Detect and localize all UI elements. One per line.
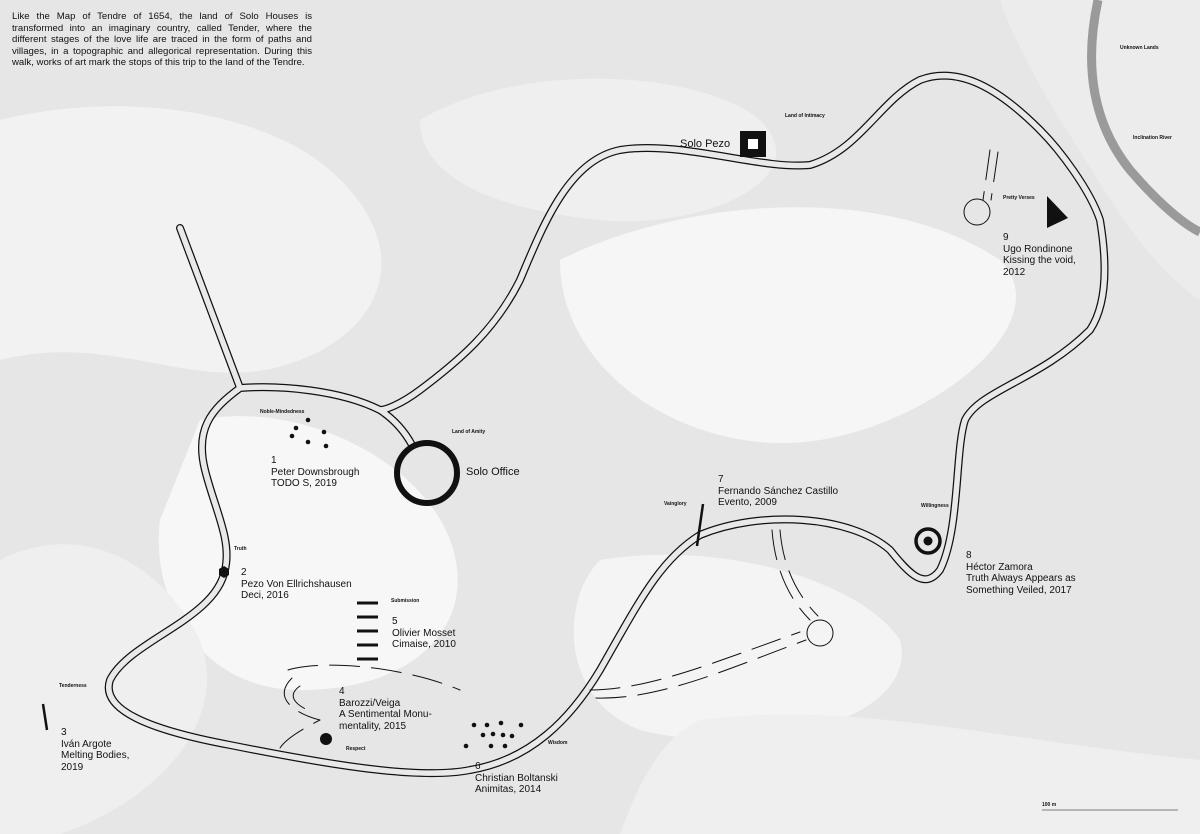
work-9-triangle-icon [1047,196,1068,228]
solo-office-icon [394,440,460,506]
region-unknown-lands: Unknown Lands [1120,45,1159,51]
region-noble-mindedness: Noble-Mindedness [260,409,305,415]
intro-text: Like the Map of Tendre of 1654, the land… [12,11,312,68]
work-1-dots-icon [289,417,329,449]
region-land-of-amity: Land of Amity [452,429,486,435]
roads [109,76,1105,774]
region-respect: Respect [346,746,366,752]
work-2-hexagon-icon [219,566,229,578]
region-land-of-intimacy: Land of Intimacy [785,113,825,119]
region-inclination-river: Inclination River [1133,135,1172,141]
region-wisdom: Wisdom [548,740,568,746]
artwork-markers [41,131,1068,749]
region-submission: Submission [391,598,420,604]
region-vainglory: Vainglory [664,501,687,507]
work-6-dots-icon [463,720,524,749]
work-4-dot-icon [320,733,332,745]
work-7-line-icon [695,503,705,547]
work-8-target-icon [914,527,942,555]
work-3-line-icon [41,703,49,731]
region-willingness: Willingness [921,503,949,509]
region-tenderness: Tenderness [59,683,87,689]
scale-label: 100 m [1042,802,1057,808]
region-pretty-verses: Pretty Verses [1003,195,1035,201]
work-5-bars-icon [357,601,378,661]
solo-office-label: Solo Office [466,466,520,478]
region-truth: Truth [234,546,247,552]
inclination-river [1087,0,1200,237]
solo-pezo-label: Solo Pezo [680,138,731,150]
